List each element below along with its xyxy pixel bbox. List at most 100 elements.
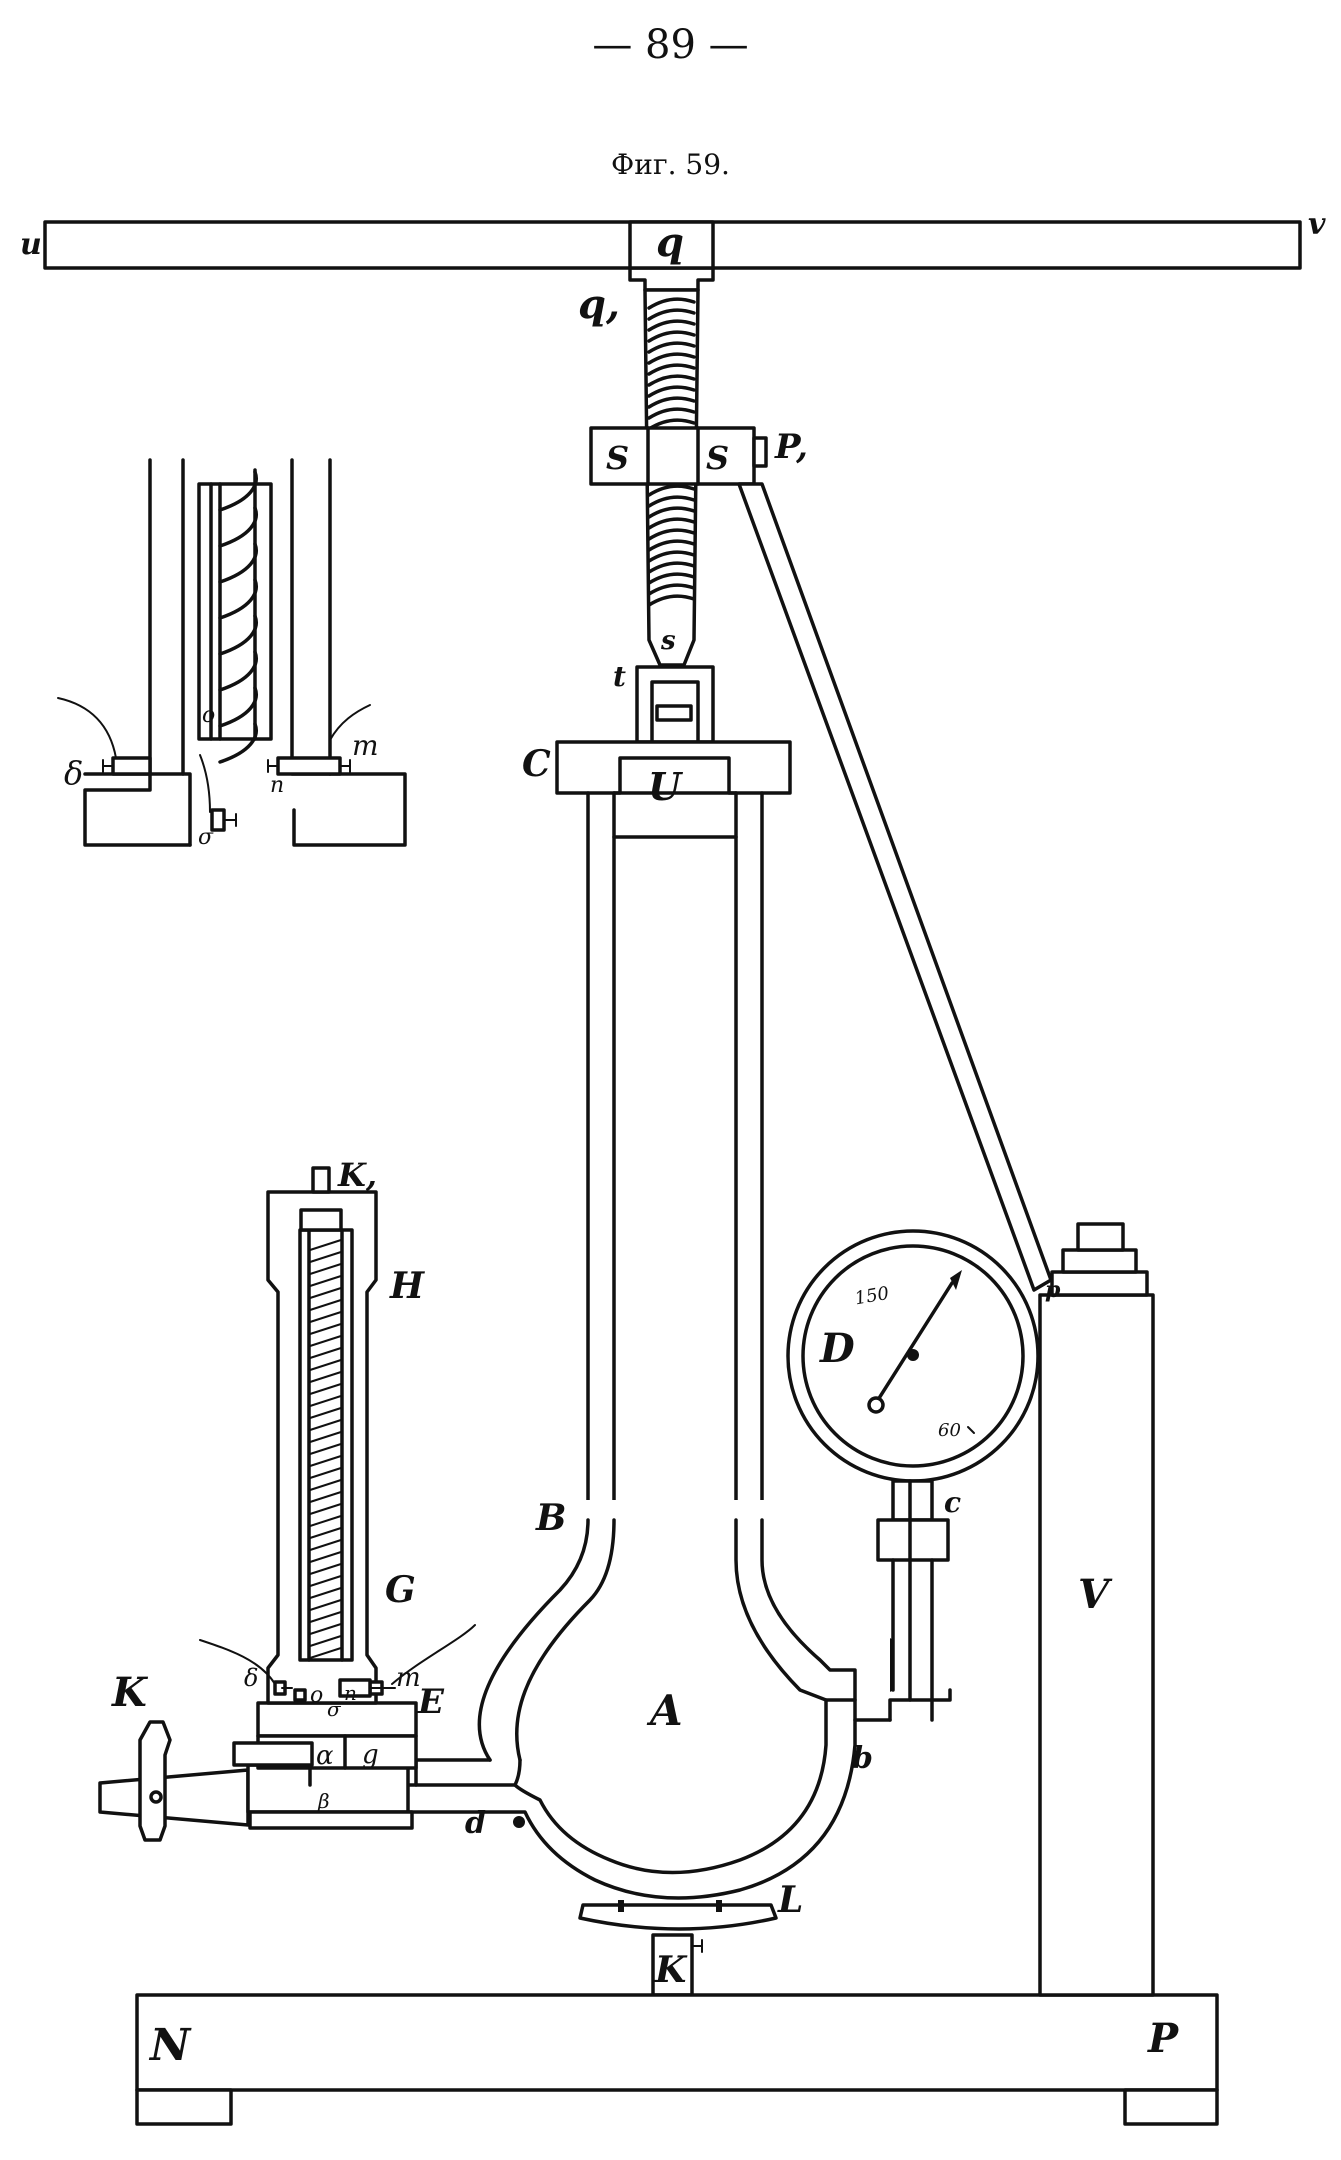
tube-hatch-line — [309, 1647, 342, 1659]
label-b: B — [535, 1497, 566, 1539]
tube-hatch-line — [309, 1527, 342, 1539]
label-beta: β — [317, 1789, 330, 1813]
screw-thread — [647, 319, 696, 332]
tube-hatch-line — [309, 1479, 342, 1491]
label-u-plunger: U — [648, 764, 684, 809]
label-v: v — [1308, 207, 1326, 242]
inset-thread — [218, 686, 258, 728]
screw-thread — [647, 374, 696, 387]
label-p1: P, — [774, 427, 808, 467]
tube-hatch-line — [309, 1371, 342, 1383]
label-p: P — [1147, 2015, 1180, 2062]
figure-caption: Фиг. 59. — [611, 148, 730, 181]
screw-thread — [647, 528, 696, 541]
tube-hatch-line — [309, 1347, 342, 1359]
screw-thread — [647, 407, 696, 420]
screw-thread — [647, 385, 696, 398]
label-t: t — [613, 660, 626, 693]
screw-thread — [647, 572, 696, 585]
label-n-tube: n — [344, 1681, 357, 1705]
label-u: u — [20, 227, 42, 262]
tube-hatch-line — [309, 1239, 342, 1251]
label-delta: δ — [244, 1664, 258, 1692]
piston-head — [635, 665, 715, 744]
label-sigma: σ — [327, 1697, 342, 1721]
label-k-support: K — [654, 1949, 688, 1991]
inset-thread — [218, 470, 258, 512]
label-alpha: α — [316, 1741, 334, 1771]
tube-hatch-line — [309, 1395, 342, 1407]
tube-hatch-line — [309, 1311, 342, 1323]
inset-thread — [218, 542, 258, 584]
label-d-gauge: D — [819, 1325, 855, 1372]
tube-hatch-line — [309, 1575, 342, 1587]
tube-hatch-line — [309, 1299, 342, 1311]
tube-hatch-line — [309, 1587, 342, 1599]
outlet-pipe — [98, 1720, 525, 1842]
inset-thread — [218, 614, 258, 656]
pressure-gauge — [786, 1229, 1040, 1722]
inset-label-n: n — [270, 773, 284, 798]
inset-thread — [218, 650, 258, 692]
center-support — [651, 1933, 703, 1997]
tube-hatch-line — [309, 1551, 342, 1563]
tube-hatch-line — [309, 1563, 342, 1575]
nut-block — [589, 426, 768, 486]
label-o: o — [310, 1683, 323, 1708]
tube-hatch-line — [309, 1455, 342, 1467]
label-v-column: V — [1078, 1571, 1113, 1618]
label-n: N — [148, 2020, 192, 2071]
label-b-lower: b — [852, 1741, 873, 1776]
valve-block — [232, 1701, 418, 1787]
label-g-tube: G — [385, 1569, 416, 1611]
tube-hatch-line — [309, 1503, 342, 1515]
label-a: A — [646, 1686, 683, 1735]
screw-thread — [647, 396, 696, 409]
label-q1: q, — [578, 281, 620, 328]
label-c-stem: c — [944, 1486, 961, 1519]
tube-hatch-line — [309, 1491, 342, 1503]
inset-thread — [218, 506, 258, 548]
tube-hatch-line — [309, 1251, 342, 1263]
inset-thread — [218, 722, 258, 764]
tube-hatch-line — [309, 1431, 342, 1443]
screw-thread — [647, 506, 696, 519]
screw-thread — [647, 561, 696, 574]
screw-thread — [647, 330, 696, 343]
label-d-small: d — [465, 1806, 486, 1841]
label-k2: K, — [337, 1156, 377, 1194]
inset-label-sigma: σ — [198, 825, 214, 850]
base-plate — [135, 1993, 1219, 2126]
tube-hatch-line — [309, 1611, 342, 1623]
label-q: q — [656, 219, 684, 266]
cross-handle — [43, 220, 1302, 292]
label-l: L — [777, 1879, 803, 1921]
tube-hatch-line — [309, 1323, 342, 1335]
tube-hatch-line — [309, 1407, 342, 1419]
label-p-small: p — [1045, 1277, 1061, 1303]
inset-thread — [218, 578, 258, 620]
screw-thread — [647, 594, 696, 607]
tube-hatch-line — [309, 1635, 342, 1647]
label-e: E — [417, 1682, 445, 1722]
tube-hatch-line — [309, 1287, 342, 1299]
label-h: H — [389, 1265, 425, 1307]
diagonal-strut — [737, 482, 1053, 1292]
label-k-valve: K — [111, 1669, 149, 1716]
gauge-mark-low: 60 — [938, 1420, 961, 1441]
screw-thread — [647, 341, 696, 354]
inset-detail — [57, 458, 407, 847]
label-m: m — [396, 1663, 421, 1693]
measuring-tube — [199, 1166, 476, 1705]
tube-hatch-line — [309, 1443, 342, 1455]
screw-thread — [647, 484, 696, 497]
inset-label-delta: δ — [64, 754, 83, 792]
inset-label-m: m — [352, 729, 379, 762]
screw-thread — [647, 363, 696, 376]
tube-hatch-line — [309, 1467, 342, 1479]
screw-thread — [647, 539, 696, 552]
label-s-left: S — [606, 439, 629, 477]
screw-thread — [647, 297, 696, 310]
tube-hatch-line — [309, 1383, 342, 1395]
